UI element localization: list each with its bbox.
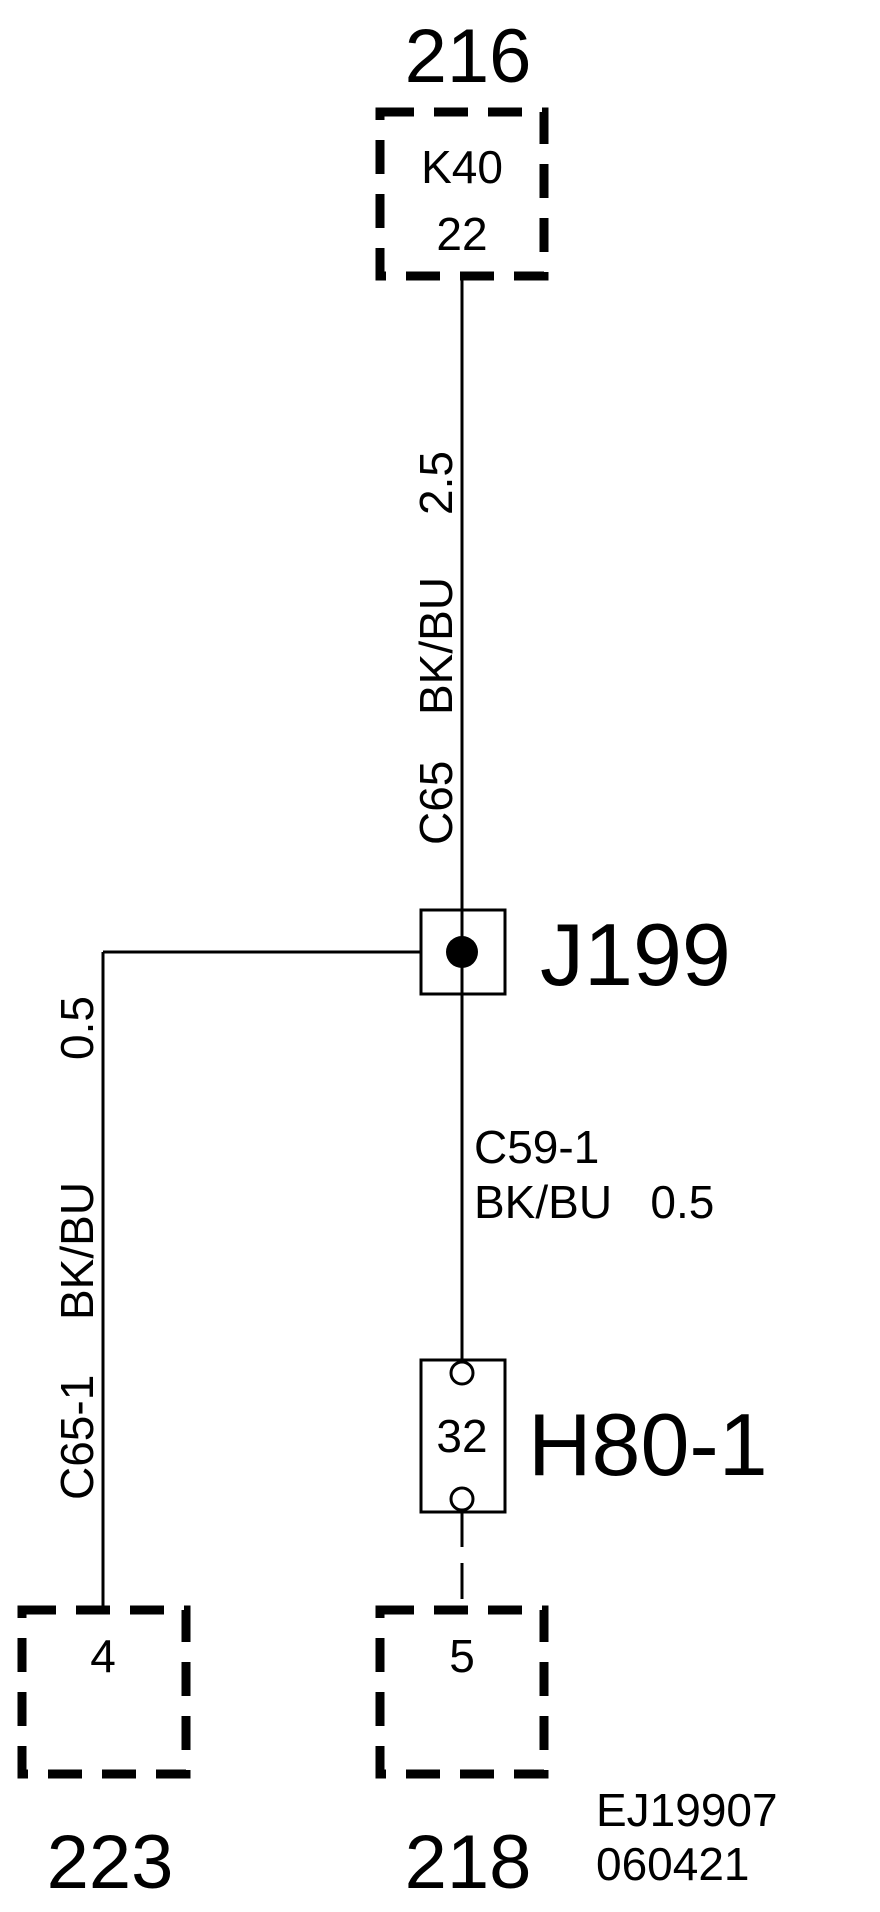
bottom-right-connector-box — [375, 1605, 549, 1779]
drawing-code-line-2: 060421 — [596, 1838, 750, 1890]
wire-c65-1-size: 0.5 — [51, 996, 103, 1060]
bottom-right-pin-label: 5 — [449, 1630, 475, 1682]
drawing-code-line-1: EJ19907 — [596, 1784, 778, 1836]
bottom-left-connector-box — [17, 1605, 191, 1779]
k40-component-label: K40 — [421, 141, 503, 193]
bottom-right-page-ref: 218 — [405, 1820, 532, 1905]
top-page-ref: 216 — [405, 14, 532, 99]
wire-c65-color: BK/BU — [410, 577, 462, 715]
wire-c65-circuit: C65 — [410, 761, 462, 845]
wire-c65-size: 2.5 — [410, 451, 462, 515]
bottom-left-page-ref: 223 — [47, 1820, 174, 1905]
k40-pin-label: 22 — [436, 208, 487, 260]
wire-c65-label: C65 BK/BU 2.5 — [410, 451, 462, 845]
wire-c59-1-circuit: C59-1 — [474, 1121, 599, 1173]
wire-c65-1-label: C65-1 BK/BU 0.5 — [51, 996, 103, 1500]
bottom-left-pin-label: 4 — [90, 1630, 116, 1682]
h80-1-label: H80-1 — [528, 1395, 768, 1494]
wire-c59-1-color-size: BK/BU 0.5 — [474, 1176, 714, 1228]
wire-c65-1-color: BK/BU — [51, 1182, 103, 1320]
h80-1-pin-label: 32 — [436, 1410, 487, 1462]
h80-1-bottom-terminal — [449, 1486, 475, 1512]
j199-splice-dot — [446, 936, 478, 968]
j199-label: J199 — [540, 905, 731, 1004]
wire-c65-1-circuit: C65-1 — [51, 1375, 103, 1500]
h80-1-top-terminal — [449, 1360, 475, 1386]
k40-connector-box — [375, 107, 549, 281]
